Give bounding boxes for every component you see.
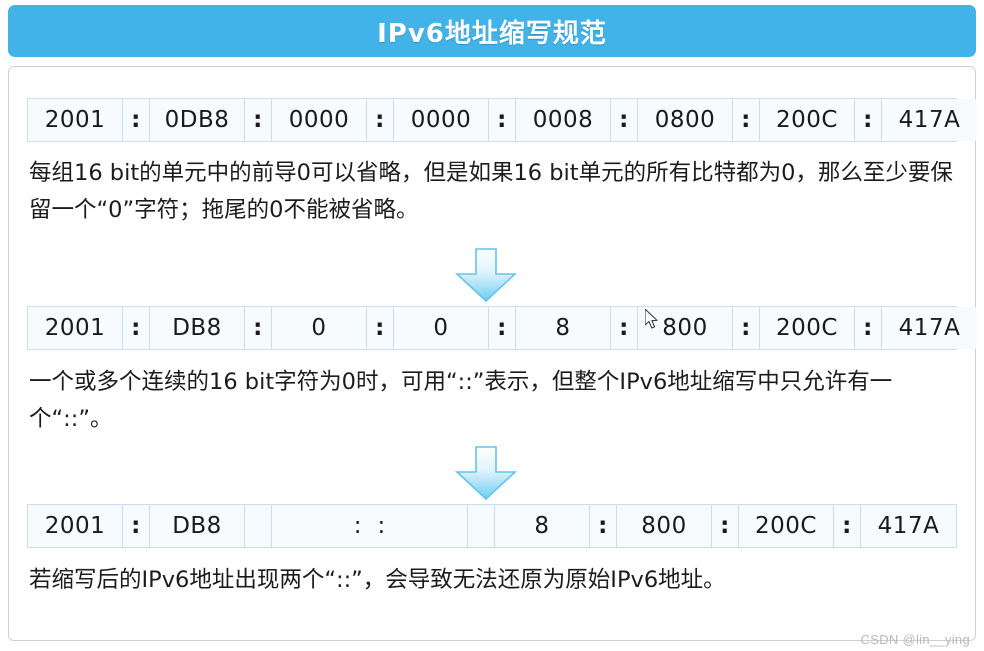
full-address-row: 2001:0DB8:0000:0000:0008:0800:200C:417A: [27, 98, 977, 142]
colon-separator: :: [855, 99, 882, 141]
double-colon-compressed-row: 2001:DB8::8:800:200C:417A: [27, 504, 957, 548]
hextet-cell: 0800: [638, 99, 733, 141]
hextet-cell: 0: [272, 307, 367, 349]
colon-separator: :: [367, 307, 394, 349]
colon-separator: :: [733, 307, 760, 349]
colon-separator: :: [590, 505, 617, 547]
hextet-cell: 0000: [394, 99, 489, 141]
colon-separator: :: [245, 99, 272, 141]
hextet-cell: 200C: [739, 505, 834, 547]
colon-separator: :: [855, 307, 882, 349]
hextet-cell: 800: [617, 505, 712, 547]
empty-cell: [468, 505, 495, 547]
colon-separator: :: [611, 99, 638, 141]
hextet-cell: 0: [394, 307, 489, 349]
note-two-double-colons: 若缩写后的IPv6地址出现两个“::”，会导致无法还原为原始IPv6地址。: [29, 567, 726, 593]
note-double-colon: 一个或多个连续的16 bit字符为0时，可用“::”表示，但整个IPv6地址缩写…: [29, 369, 893, 432]
double-colon-cell: ::: [272, 505, 468, 547]
leading-zeros-removed-row: 2001:DB8:0:0:8:800:200C:417A: [27, 306, 977, 350]
hextet-cell: 0008: [516, 99, 611, 141]
watermark: CSDN @lin__ying: [860, 632, 970, 647]
hextet-cell: 200C: [760, 99, 855, 141]
colon-separator: :: [834, 505, 861, 547]
hextet-cell: DB8: [150, 307, 245, 349]
down-arrow-icon-2: [450, 445, 522, 501]
colon-separator: :: [367, 99, 394, 141]
hextet-cell: 2001: [28, 99, 123, 141]
colon-separator: :: [245, 307, 272, 349]
page-title: IPv6地址缩写规范: [377, 18, 607, 49]
colon-separator: :: [489, 307, 516, 349]
hextet-cell: 200C: [760, 307, 855, 349]
hextet-cell: DB8: [150, 505, 245, 547]
colon-separator: :: [123, 307, 150, 349]
colon-separator: :: [489, 99, 516, 141]
hextet-cell: 800: [638, 307, 733, 349]
colon-separator: :: [123, 505, 150, 547]
hextet-cell: 0000: [272, 99, 367, 141]
note-leading-zeros: 每组16 bit的单元中的前导0可以省略，但是如果16 bit单元的所有比特都为…: [29, 160, 953, 223]
empty-cell: [245, 505, 272, 547]
colon-separator: :: [712, 505, 739, 547]
colon-separator: :: [611, 307, 638, 349]
hextet-cell: 417A: [882, 99, 977, 141]
hextet-cell: 2001: [28, 505, 123, 547]
content-card: 2001:0DB8:0000:0000:0008:0800:200C:417A …: [8, 66, 977, 641]
hextet-cell: 417A: [861, 505, 956, 547]
down-arrow-icon-1: [450, 247, 522, 303]
hextet-cell: 8: [516, 307, 611, 349]
title-banner: IPv6地址缩写规范: [8, 5, 976, 57]
hextet-cell: 0DB8: [150, 99, 245, 141]
hextet-cell: 8: [495, 505, 590, 547]
colon-separator: :: [123, 99, 150, 141]
colon-separator: :: [733, 99, 760, 141]
hextet-cell: 417A: [882, 307, 977, 349]
hextet-cell: 2001: [28, 307, 123, 349]
